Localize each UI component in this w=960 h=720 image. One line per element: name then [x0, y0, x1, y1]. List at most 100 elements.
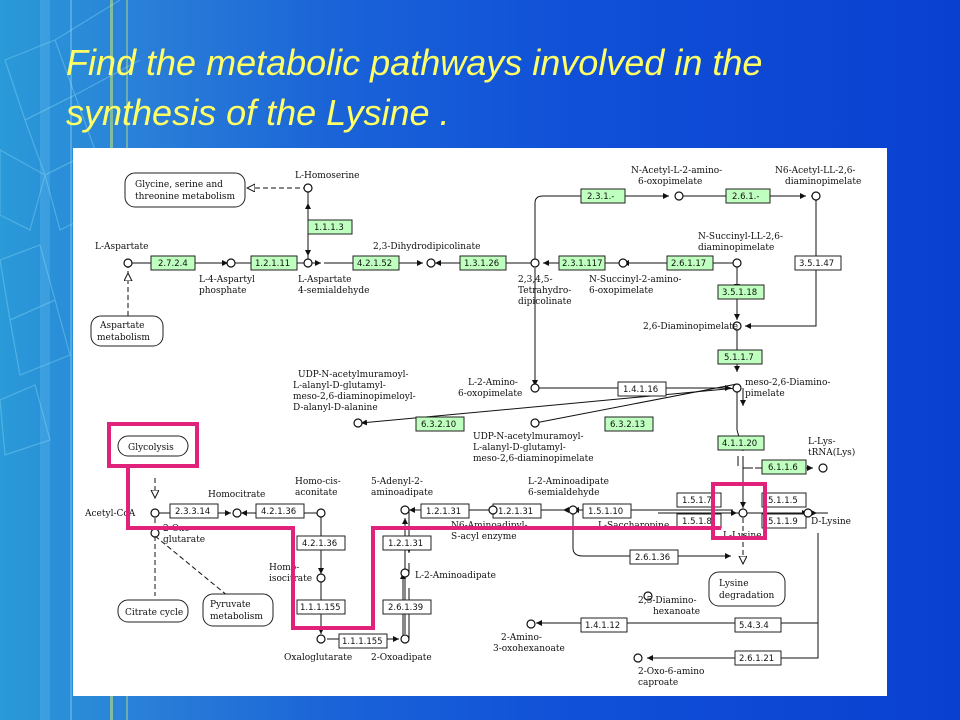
enzyme-label: 2.6.1.- [732, 192, 759, 202]
pathway-boxes: Glycine, serine and threonine metabolism… [90, 172, 786, 627]
enzyme-label: 4.2.1.52 [357, 259, 392, 269]
compound-label: meso-2,6-Diamino- [745, 378, 830, 388]
enzyme-box[interactable] [296, 599, 346, 615]
compound-nodes [123, 183, 828, 663]
enzyme-box[interactable] [717, 349, 763, 365]
compound-label: aconitate [295, 488, 337, 498]
pathway-box-aspartate[interactable] [90, 315, 164, 347]
enzyme-label: 6.3.2.13 [610, 420, 645, 430]
compound-label: Oxaloglutarate [284, 653, 352, 663]
compound-label: 3-oxohexanoate [493, 644, 565, 654]
compound-label: 2,5-Diamino- [638, 596, 696, 606]
enzyme-box[interactable] [676, 492, 722, 508]
enzyme-box[interactable] [666, 255, 714, 271]
enzyme-box[interactable] [382, 535, 432, 551]
enzyme-box[interactable] [420, 503, 470, 519]
compound-label: L-4-Aspartyl [199, 275, 255, 285]
enzyme-box[interactable] [580, 188, 626, 204]
pathway-box-pyruvate[interactable] [202, 593, 274, 627]
enzyme-box[interactable] [382, 599, 432, 615]
enzyme-box[interactable] [169, 503, 219, 519]
enzyme-label: 1.1.1.155 [300, 603, 341, 613]
enzyme-label: 6.1.1.6 [768, 463, 798, 473]
enzyme-box[interactable] [794, 255, 842, 271]
enzyme-box[interactable] [725, 188, 771, 204]
compound-label: L-2-Aminoadipate [528, 477, 609, 487]
compound-label: meso-2,6-diaminopimeloyl- [293, 392, 416, 402]
enzyme-label: 1.5.1.10 [588, 507, 623, 517]
enzyme-label: 2.6.1.21 [739, 654, 774, 664]
compound-label: caproate [638, 678, 678, 688]
compound-label: tRNA(Lys) [808, 447, 855, 458]
enzyme-box[interactable] [580, 617, 628, 633]
enzyme-box[interactable] [717, 435, 765, 451]
enzyme-box[interactable] [307, 219, 353, 235]
compound-label: UDP-N-acetylmuramoyl- [298, 370, 409, 380]
pathway-box-glycine[interactable] [124, 172, 246, 208]
enzyme-box[interactable] [582, 503, 632, 519]
compound-label: N6-Acetyl-LL-2,6- [775, 166, 855, 176]
compound-label: 2,3-Dihydrodipicolinate [373, 242, 480, 252]
pathway-box-citrate[interactable] [117, 599, 189, 623]
compound-label: D-Lysine [811, 517, 851, 527]
enzyme-label: 3.5.1.18 [722, 288, 757, 298]
enzyme-box[interactable] [338, 633, 388, 649]
compound-label: N-Succinyl-LL-2,6- [698, 232, 783, 242]
enzyme-box[interactable] [617, 381, 667, 397]
enzyme-label: 1.2.1.31 [498, 507, 533, 517]
compound-label: 6-semialdehyde [528, 488, 599, 498]
enzyme-box[interactable] [604, 416, 654, 432]
enzyme-label: 1.4.1.12 [585, 621, 620, 631]
compound-label: isocitrate [269, 574, 312, 584]
enzyme-box[interactable] [296, 535, 346, 551]
compound-labels: L-Homoserine L-Aspartate L-4-Aspartyl ph… [84, 166, 861, 688]
enzyme-box[interactable] [734, 650, 782, 666]
compound-label: Acetyl-CoA [84, 509, 136, 519]
enzyme-box[interactable] [459, 255, 507, 271]
compound-label: L-Aspartate [95, 242, 149, 252]
compound-label: L-Lys- [808, 437, 836, 447]
enzyme-label: 5.4.3.4 [739, 621, 769, 631]
pathway-label: metabolism [210, 612, 263, 622]
pathway-box-glycolysis[interactable] [117, 435, 189, 457]
compound-label: 4-semialdehyde [298, 286, 369, 296]
enzyme-box[interactable] [761, 513, 807, 529]
compound-label: Tetrahydro- [518, 286, 571, 296]
pathway-label: Pyruvate [210, 600, 251, 610]
enzyme-box[interactable] [734, 617, 782, 633]
enzyme-box[interactable] [352, 255, 400, 271]
enzyme-box[interactable] [629, 549, 679, 565]
enzyme-label: 1.4.1.16 [623, 385, 658, 395]
enzyme-label: 1.2.1.31 [388, 539, 423, 549]
enzyme-label: 2.3.1.117 [562, 259, 603, 269]
enzyme-box[interactable] [761, 492, 807, 508]
enzyme-box[interactable] [717, 284, 765, 300]
highlighted-route [107, 422, 767, 630]
enzyme-label: 2.6.1.17 [671, 259, 706, 269]
pathway-box-lysine-degradation[interactable] [708, 571, 786, 607]
compound-label: meso-2,6-diaminopimelate [473, 454, 594, 464]
compound-label: D-alanyl-D-alanine [293, 403, 378, 413]
compound-label: diaminopimelate [698, 243, 774, 253]
enzyme-label: 2.6.1.36 [635, 553, 670, 563]
enzyme-box[interactable] [255, 503, 305, 519]
compound-label: 2,3,4,5- [518, 275, 553, 285]
enzyme-box[interactable] [415, 416, 465, 432]
enzyme-label: 4.1.1.20 [722, 439, 757, 449]
enzyme-box[interactable] [761, 459, 807, 475]
pathway-label: Aspartate [99, 321, 144, 331]
pathway-label: degradation [719, 591, 775, 601]
enzyme-box[interactable] [558, 255, 606, 271]
enzyme-label: 3.5.1.47 [799, 259, 834, 269]
enzyme-box[interactable] [150, 255, 196, 271]
enzyme-box[interactable] [250, 255, 298, 271]
compound-label: N-Succinyl-2-amino- [589, 275, 681, 285]
enzyme-label: 1.5.1.7 [682, 496, 712, 506]
compound-label: 6-oxopimelate [589, 286, 653, 296]
compound-label: 2-Oxoadipate [371, 653, 432, 663]
compound-label: L-Homoserine [295, 171, 360, 181]
pathway-label: Glycine, serine and [135, 180, 223, 190]
compound-label: phosphate [199, 286, 246, 296]
lysine-highlight-box [711, 482, 767, 540]
glycolysis-highlight-box [107, 422, 199, 468]
